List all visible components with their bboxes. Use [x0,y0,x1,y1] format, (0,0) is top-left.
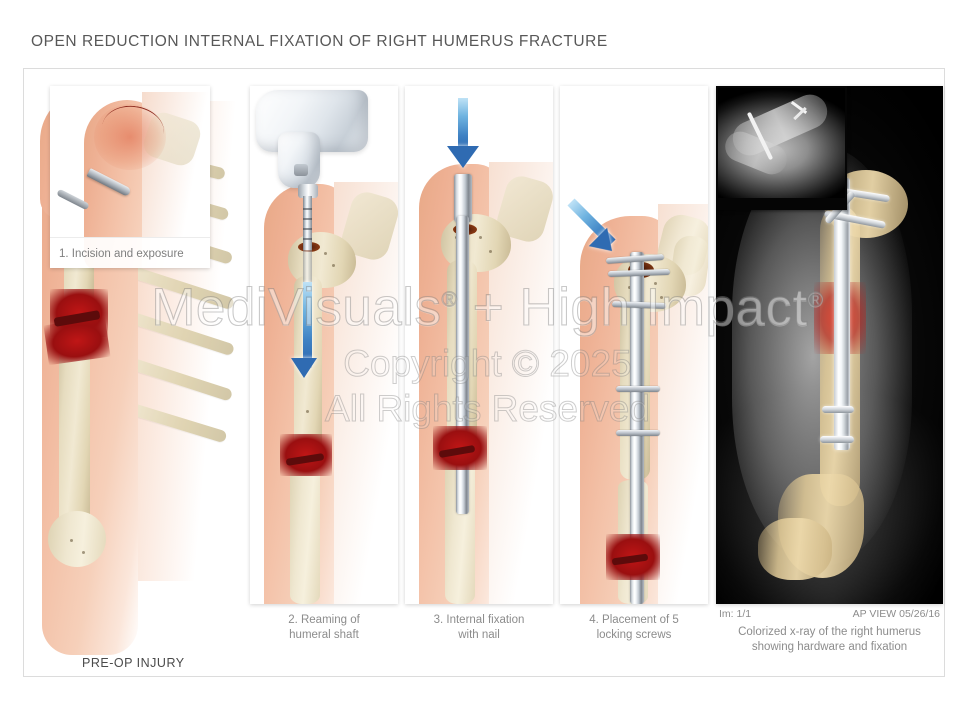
rod-graduation [303,218,312,220]
intramedullary-nail-head [454,174,472,222]
drill-trigger[interactable] [294,164,308,176]
distal-humerus-condyle [48,511,106,567]
page-title: OPEN REDUCTION INTERNAL FIXATION OF RIGH… [31,33,608,50]
step-1-caption: 1. Incision and exposure [59,248,184,260]
step-2-caption-line1: 2. Reaming of [288,614,360,626]
xray-thumbnail[interactable] [716,86,847,210]
fracture-hemorrhage-distal [43,316,111,366]
bone-texture-speck [332,264,335,267]
bone-texture-speck [479,236,482,239]
direction-arrow-shaft [303,282,312,362]
bone-texture-speck [654,282,657,285]
direction-arrow-head [291,358,317,378]
rod-graduation [303,208,312,210]
xray-caption-line1: Colorized x-ray of the right humerus [738,626,921,638]
xray-forearm-bones [758,518,832,580]
bone-texture-speck [324,252,327,255]
xray-caption-line2: showing hardware and fixation [751,640,908,653]
bone-texture-speck [628,286,631,289]
step-1-card: 1. Incision and exposure [50,86,210,268]
step-4-caption: 4. Placement of 5 locking screws [560,613,708,642]
xray-footer: Im: 1/1 AP VIEW 05/26/16 Colorized x-ray… [716,608,943,668]
xray-caption: Colorized x-ray of the right humerus sho… [716,625,943,654]
intramedullary-nail [630,252,644,604]
locking-screw-4 [616,386,660,392]
humerus-distal-shaft [290,458,320,604]
step-4-caption-line1: 4. Placement of 5 [589,614,679,626]
drill-chuck [298,184,318,198]
bone-texture-speck [306,410,309,413]
step-4-card [560,86,708,604]
step-3-caption-line2: with nail [458,628,500,641]
xray-locking-screw-4 [822,406,854,413]
step-1-label-bar [50,237,210,268]
bone-texture-speck [489,250,492,253]
reaming-rod [303,196,312,250]
rod-graduation [303,238,312,240]
rod-graduation [303,228,312,230]
step-3-caption-line1: 3. Internal fixation [433,614,525,626]
step-3-card [405,86,553,604]
bone-texture-speck [660,296,663,299]
direction-arrow-head [447,146,479,168]
step-4-caption-line2: locking screws [596,628,672,641]
step-2-card [250,86,398,604]
locking-screw-5 [616,430,660,436]
xray-locking-screw-5 [820,436,854,443]
xray-view-label: AP VIEW 05/26/16 [852,608,940,620]
step-3-caption: 3. Internal fixation with nail [405,613,553,642]
bone-texture-speck [82,551,85,554]
surgical-drill-grip [278,132,320,188]
xray-image-number: Im: 1/1 [719,608,752,620]
inflammation-zone [94,104,166,170]
step-2-caption-line2: humeral shaft [289,628,359,641]
step-2-caption: 2. Reaming of humeral shaft [250,613,398,642]
direction-arrow-shaft [458,98,468,150]
bone-texture-speck [70,539,73,542]
preop-injury-label: PRE-OP INJURY [82,656,185,670]
xray-intramedullary-nail [834,178,850,450]
xray-card [716,86,943,604]
